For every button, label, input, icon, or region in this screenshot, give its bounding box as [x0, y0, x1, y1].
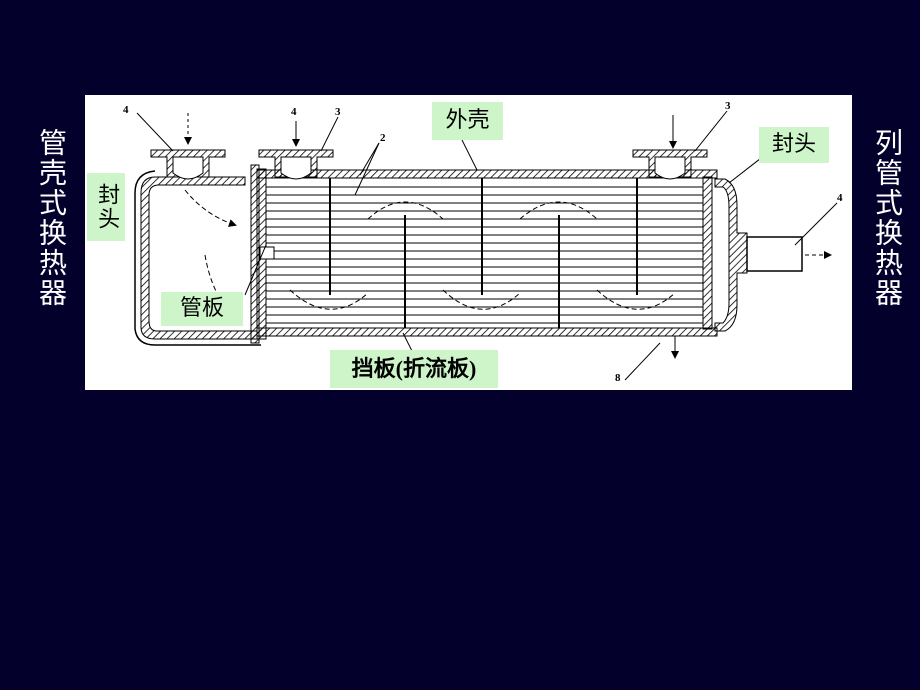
label-head-left: 封头	[87, 173, 125, 241]
shell-bottom-wall	[256, 327, 718, 337]
shell-top-wall	[256, 169, 718, 179]
diagram-panel: 4 4 3 2 3 4 8	[85, 95, 852, 390]
right-outlet-nozzle	[746, 236, 803, 272]
part-number-4-left: 4	[123, 104, 129, 116]
part-number-3-left: 3	[335, 106, 341, 118]
right-head-wall	[714, 178, 748, 332]
nozzle-shell-inlet	[258, 149, 334, 180]
label-baffle: 挡板(折流板)	[330, 350, 498, 388]
part-number-4-right: 4	[837, 192, 843, 204]
leader-lines	[136, 110, 838, 381]
left-head-wall	[140, 176, 258, 340]
left-head-outline	[134, 170, 261, 346]
part-number-8: 8	[615, 372, 621, 384]
label-tube-sheet: 管板	[161, 292, 243, 326]
baffles	[329, 178, 638, 328]
heat-exchanger-drawing: 4 4 3 2 3 4 8	[123, 100, 843, 384]
nozzle-left-head	[150, 149, 226, 180]
label-head-right: 封头	[759, 127, 829, 163]
part-number-2: 2	[380, 132, 386, 144]
title-right: 列管式换热器	[871, 128, 904, 308]
part-number-4-inlet: 4	[291, 106, 297, 118]
part-number-3-right: 3	[725, 100, 731, 112]
nozzle-shell-outlet	[632, 149, 708, 180]
label-shell: 外壳	[432, 102, 503, 140]
left-tube-sheet-flange	[250, 164, 260, 344]
title-left: 管壳式换热器	[35, 128, 68, 308]
right-tube-sheet	[702, 176, 713, 330]
tube-bundle	[266, 186, 703, 324]
